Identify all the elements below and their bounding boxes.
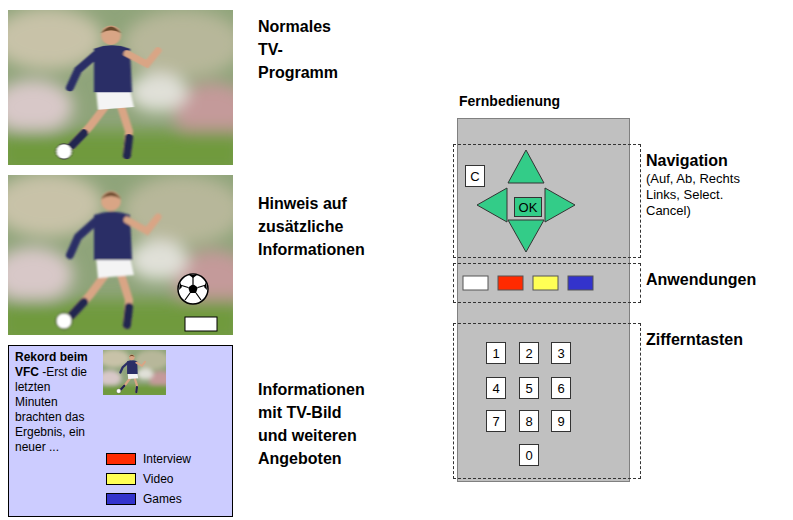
text-block: 1 <box>492 346 499 361</box>
remote-control: COKNavigation(Auf, Ab, Rechts Links, Sel… <box>457 118 630 482</box>
digit-key: 8 <box>519 410 539 432</box>
node-heading: 5 <box>525 381 532 396</box>
digit-key: 5 <box>519 377 539 399</box>
digit-key: 6 <box>551 377 571 399</box>
arrow-down <box>508 220 544 252</box>
digit-key: 0 <box>519 444 539 466</box>
tv-frame <box>0 173 253 345</box>
legend-label: Interview <box>143 452 191 466</box>
ball-icon <box>178 274 208 304</box>
text-block: 0 <box>525 448 532 463</box>
node-heading: 2 <box>525 346 532 361</box>
arrow-up <box>508 150 544 183</box>
node-heading: OK <box>519 200 538 215</box>
text-block: OK <box>519 200 538 215</box>
node-heading: Anwendungen <box>646 270 764 290</box>
digit-key: 2 <box>519 342 539 364</box>
text-block: C <box>470 169 479 184</box>
text-block: Navigation(Auf, Ab, Rechts Links, Select… <box>646 151 764 219</box>
ok-button: OK <box>514 197 542 217</box>
color-button <box>568 276 593 290</box>
legend-row: Interview <box>106 452 191 466</box>
text-block: Fernbedienung <box>459 93 560 109</box>
text-block: 7 <box>492 414 499 429</box>
color-button <box>463 276 488 290</box>
text-block: 5 <box>525 381 532 396</box>
arrow-right <box>545 188 575 222</box>
digit-key: 3 <box>551 342 571 364</box>
tv-thumbnail <box>99 349 172 397</box>
node-heading: Zifferntasten <box>646 330 764 350</box>
arrow-left <box>477 188 507 222</box>
button-group: 1234567890Zifferntasten <box>453 323 641 479</box>
key-button: C <box>465 165 485 187</box>
legend-label: Video <box>143 472 173 486</box>
color-button <box>498 276 523 290</box>
node-heading: 3 <box>557 346 564 361</box>
legend-row: Video <box>106 472 191 486</box>
caption-label: Normales TV-Programm <box>258 15 343 84</box>
node-heading: Navigation <box>646 151 764 171</box>
legend: InterviewVideoGames <box>106 452 191 512</box>
node-heading: C <box>470 169 479 184</box>
node-heading: 9 <box>557 414 564 429</box>
node-heading: 4 <box>492 381 499 396</box>
caption-label: Informationen mit TV-Bild und weiteren A… <box>258 378 375 470</box>
color-button <box>533 276 558 290</box>
digit-key: 1 <box>486 342 506 364</box>
node-heading: 6 <box>557 381 564 396</box>
text-block: 8 <box>525 414 532 429</box>
caption-label: Hinweis auf zusätzliche Informationen <box>258 192 378 261</box>
node-heading: 0 <box>525 448 532 463</box>
node-heading: Fernbedienung <box>459 93 560 109</box>
node-body: (Auf, Ab, Rechts Links, Select. Cancel) <box>646 171 764 219</box>
text-block: 6 <box>557 381 564 396</box>
text-block: Zifferntasten <box>646 330 764 350</box>
text-block: 2 <box>525 346 532 361</box>
node-heading: 1 <box>492 346 499 361</box>
text-block: 3 <box>557 346 564 361</box>
legend-swatch <box>106 493 136 505</box>
tv-frame <box>0 8 253 175</box>
legend-row: Games <box>106 492 191 506</box>
node-heading: 8 <box>525 414 532 429</box>
digit-key: 9 <box>551 410 571 432</box>
legend-label: Games <box>143 492 182 506</box>
text-block: Rekord beim VFC-Erst die letzten Minuten… <box>15 350 95 455</box>
legend-swatch <box>106 473 136 485</box>
text-block: Anwendungen <box>646 270 764 290</box>
text-block: 4 <box>492 381 499 396</box>
digit-key: 4 <box>486 377 506 399</box>
hint-button <box>185 317 217 331</box>
digit-key: 7 <box>486 410 506 432</box>
text-block: 9 <box>557 414 564 429</box>
node-heading: 7 <box>492 414 499 429</box>
legend-swatch <box>106 453 136 465</box>
